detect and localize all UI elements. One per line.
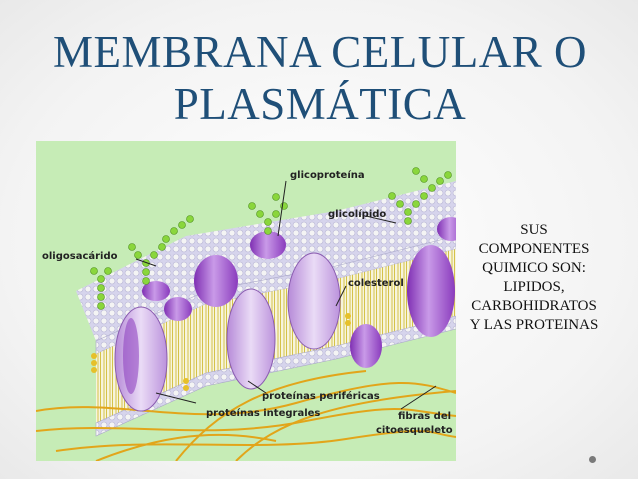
membrane-diagram: glicoproteína glicolípido oligosacárido … [36,141,456,461]
integral-proteins [114,217,456,412]
cholesterol-molecules [91,313,351,391]
components-line-2: COMPONENTES [478,241,590,257]
slide-bullet-dot [589,456,596,463]
cytoskeleton-fibers [36,370,456,461]
components-line-4: LIPIDOS, [503,279,565,295]
membrane-illustration: glicoproteína glicolípido oligosacárido … [36,141,456,461]
components-line-6: Y LAS PROTEINAS [469,317,599,333]
components-line-5: CARBOHIDRATOS [471,298,597,314]
label-fibers-line1: fibras del [398,411,451,422]
label-oligosaccharide: oligosacárido [42,250,118,262]
label-glycoprotein: glicoproteína [290,169,365,181]
components-line-3: QUIMICO SON: [482,260,586,276]
label-pointers [135,180,437,410]
label-fibers-line2: citoesqueleto [376,425,453,436]
label-glycolipid: glicolípido [328,208,386,220]
components-text: SUS COMPONENTES QUIMICO SON: LIPIDOS, CA… [460,221,608,335]
oligosaccharide-chains [90,167,452,310]
label-peripheral-proteins: proteínas periféricas [262,390,380,402]
label-integral-proteins: proteínas integrales [206,407,320,419]
title-line-2: PLASMÁTICA [173,79,467,129]
slide-title: MEMBRANA CELULAR O PLASMÁTICA [40,26,600,130]
label-cholesterol: colesterol [348,278,404,289]
components-line-1: SUS [520,222,548,238]
title-line-1: MEMBRANA CELULAR O [52,27,588,77]
